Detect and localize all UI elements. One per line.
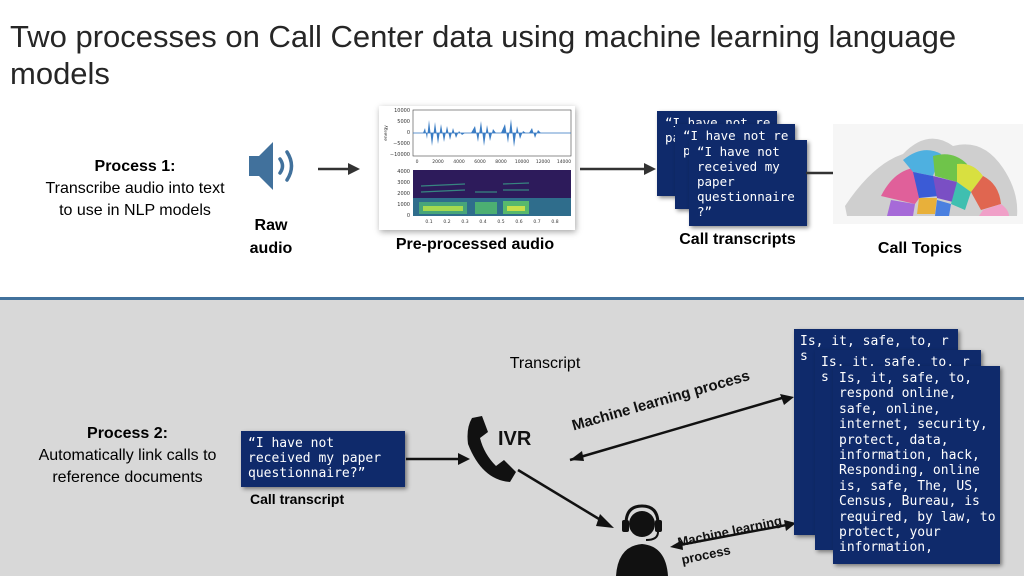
spec-xtick-4: 0.5 (497, 219, 504, 225)
arrows-ivr-ml-docs (560, 385, 800, 470)
spec-xtick-6: 0.7 (533, 219, 540, 225)
wave-xtick-7: 14000 (557, 159, 571, 165)
wave-xtick-6: 12000 (536, 159, 550, 165)
call-transcript-label: Call transcript (250, 491, 345, 507)
speaker-icon (247, 140, 303, 197)
arrow-preprocessed-to-transcripts (580, 162, 656, 181)
spec-ytick-4: 0 (407, 213, 410, 219)
process1-desc-line1: Transcribe audio into text (45, 180, 225, 197)
spec-xtick-7: 0.8 (551, 219, 558, 225)
wave-xtick-0: 0 (416, 159, 419, 165)
arrow-transcript-to-ivr (406, 452, 470, 471)
process2-desc-line1: Automatically link calls to (38, 447, 217, 464)
wave-xtick-3: 6000 (474, 159, 486, 165)
spec-xtick-1: 0.2 (443, 219, 450, 225)
spec-xtick-3: 0.4 (479, 219, 486, 225)
wave-xtick-5: 10000 (515, 159, 529, 165)
wave-ytick-1: 5000 (397, 119, 410, 125)
process1-heading: Process 1: (94, 158, 176, 175)
wave-xtick-4: 8000 (495, 159, 507, 165)
phone-icon (462, 414, 518, 491)
spec-xtick-2: 0.3 (461, 219, 468, 225)
preprocessed-audio-label: Pre-processed audio (395, 236, 555, 253)
call-transcript-card: “I have not received my paper questionna… (241, 431, 405, 487)
call-topics-label: Call Topics (877, 240, 963, 257)
process2-description: Process 2: Automatically link calls to r… (20, 425, 235, 487)
call-transcripts-label: Call transcripts (679, 231, 796, 248)
wave-ytick-3: −5000 (393, 141, 410, 147)
wave-xtick-2: 4000 (453, 159, 465, 165)
arrow-ivr-to-agent (516, 468, 616, 537)
wave-ylabel: energy (383, 125, 389, 141)
process1-desc-line2: to use in NLP models (59, 202, 211, 219)
wave-ytick-0: 10000 (394, 108, 410, 114)
spectrogram-plot (413, 182, 571, 216)
wave-ytick-4: −10000 (390, 152, 410, 158)
waveform-plot (413, 119, 571, 147)
wave-xtick-1: 2000 (432, 159, 444, 165)
process2-heading: Process 2: (87, 425, 168, 442)
transcript-label: Transcript (509, 355, 581, 372)
spec-ytick-2: 2000 (397, 191, 410, 197)
ivr-label: IVR (498, 428, 532, 450)
wave-ytick-2: 0 (407, 130, 410, 136)
spec-ytick-3: 1000 (397, 202, 410, 208)
raw-audio-line1: Raw (254, 217, 288, 234)
preprocessed-audio-chart: 10000 5000 0 −5000 −10000 energy 0 2000 … (379, 106, 575, 230)
agent-headset-icon (612, 502, 672, 581)
process2-desc-line2: reference documents (52, 469, 203, 486)
spec-xtick-0: 0.1 (425, 219, 432, 225)
raw-audio-label: Raw audio (236, 214, 306, 260)
call-topics-cluster-image (833, 124, 1023, 224)
arrow-audio-to-preprocessed (318, 162, 360, 181)
spec-ytick-1: 3000 (397, 180, 410, 186)
process1-description: Process 1: Transcribe audio into text to… (20, 158, 250, 220)
arrows-agent-ml-docs (668, 516, 798, 561)
spec-xtick-5: 0.6 (515, 219, 522, 225)
raw-audio-line2: audio (249, 240, 293, 257)
document-card-front: Is, it, safe, to, respond online, safe, … (833, 366, 1000, 564)
transcript-card-front: “I have not received my paper questionna… (689, 140, 807, 226)
spec-ytick-0: 4000 (397, 169, 410, 175)
page-title: Two processes on Call Center data using … (10, 19, 957, 91)
